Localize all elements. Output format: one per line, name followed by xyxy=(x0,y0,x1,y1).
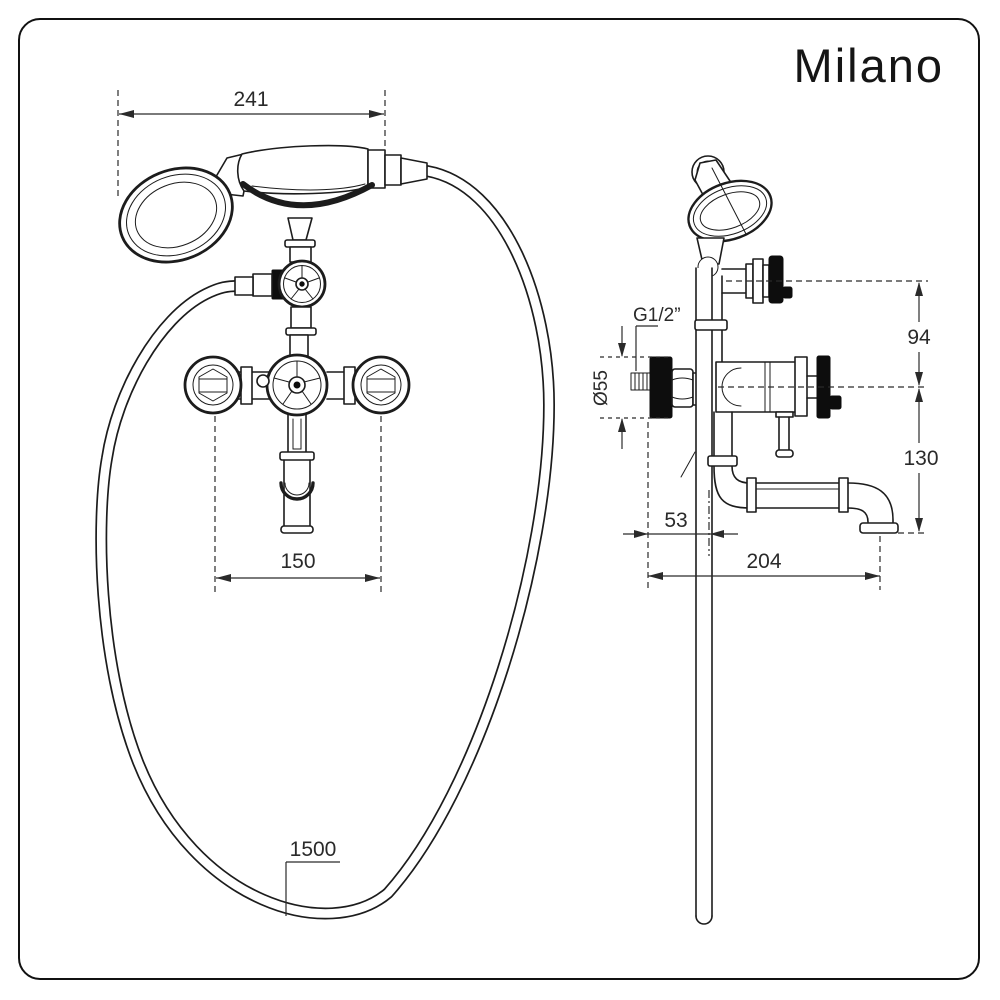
front-view: 241 150 1500 xyxy=(95,88,555,920)
wall-rosette xyxy=(649,356,673,419)
main-valve-body xyxy=(183,353,411,417)
hose-connector xyxy=(400,157,428,185)
shower-head xyxy=(118,166,234,264)
left-wall-mount xyxy=(183,355,243,415)
hex-nut xyxy=(671,368,694,408)
dim-rosette-diameter: Ø55 xyxy=(591,326,668,449)
side-view: G1/2” Ø55 94 xyxy=(591,155,939,925)
diverter-assembly xyxy=(234,239,327,357)
left-arm-collar xyxy=(240,366,253,405)
lever-tip xyxy=(775,449,794,458)
right-wall-mount xyxy=(351,355,411,415)
dim-g12-label: G1/2” xyxy=(633,305,681,326)
drawing-border xyxy=(18,18,980,980)
dim-204-label: 204 xyxy=(746,550,781,573)
dim-241-label: 241 xyxy=(233,88,268,111)
dim-130-label: 130 xyxy=(903,447,938,470)
dim-150-label: 150 xyxy=(280,550,315,573)
main-wheel-handle xyxy=(256,353,329,417)
brand-logo: Milano xyxy=(793,39,944,92)
diverter-wheel-handle xyxy=(277,259,327,309)
diverter-knob-side xyxy=(768,255,784,304)
shower-hose-side xyxy=(695,267,713,925)
dim-53-label: 53 xyxy=(664,509,687,532)
lever-base xyxy=(775,411,794,418)
spout-outlet-front xyxy=(280,525,314,534)
dim-o55-label: Ø55 xyxy=(591,370,612,406)
valve-body-side xyxy=(715,355,842,458)
handset-grip xyxy=(236,144,369,195)
spout-side xyxy=(713,411,899,534)
knob-screw xyxy=(782,286,793,299)
dim-1500-label: 1500 xyxy=(290,838,337,861)
grip-end-cap xyxy=(367,149,386,189)
handset-cradle xyxy=(240,181,375,209)
shower-head-side xyxy=(687,179,773,243)
dim-94-label: 94 xyxy=(907,326,931,349)
wall-connection xyxy=(630,356,702,419)
spout-outlet-side xyxy=(859,522,899,534)
dim-valve-centers: 150 xyxy=(214,416,382,592)
dim-head-offset: 94 xyxy=(907,282,931,386)
dim-handset-length: 241 xyxy=(117,88,386,196)
handheld-shower xyxy=(118,144,428,264)
dim-hose-length: 1500 xyxy=(285,838,340,916)
dim-thread-label: G1/2” xyxy=(633,305,681,371)
dim-spout-drop: 130 xyxy=(898,388,939,534)
handheld-shower-side xyxy=(687,155,773,278)
dim-reach: 204 xyxy=(648,536,881,590)
spout-collar xyxy=(707,455,738,467)
pipe-collar xyxy=(694,319,728,331)
shower-hose xyxy=(95,165,555,920)
dim-wall-offset: 53 xyxy=(623,422,738,590)
spout-front xyxy=(279,412,315,534)
